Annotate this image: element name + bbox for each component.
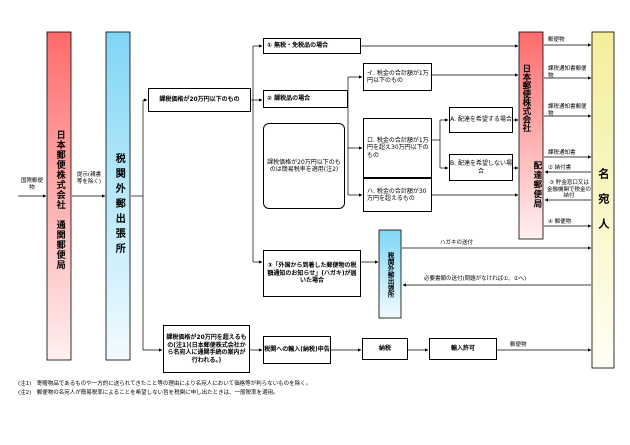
delivery-post-label-b: 配達郵便局 [531,161,542,209]
mail-label-1: 郵便物 [548,37,565,43]
under-200k-box: 課税価格が20万円以下のもの [148,88,251,112]
delivery-post-label-a: 日本郵便株式会社 [520,64,531,132]
customs-branch-label: 税関外郵出張所 [113,152,125,258]
addressee-column [591,31,615,369]
submit-label: 提示(親書等を除く) [76,172,102,185]
tax-notice-mail-label-2: 課税通知書郵便物 [548,104,587,117]
footnote-1: (注1) 寄贈物品であるものや一方的に送られてきたこと等の理由により名宛人におい… [18,381,312,387]
tax-notice-mail-label-1: 課税通知書郵便物 [548,66,587,79]
intl-mail-label: 国際郵便物 [20,178,43,191]
case-i-box: イ. 税金の合計額が1万円以下のもの [363,63,432,91]
case-ro-box: ロ. 税金の合計額が1万円を超え30万円以下のもの [363,118,432,178]
payment-slip-label: ② 納付書 [548,165,572,171]
case-a-box: A. 配達を希望する場合 [449,107,513,133]
addressee-label: 名宛人 [596,167,610,243]
customs-branch-small-label: 税関外郵出張所 [386,252,395,298]
tax-payment-box: 納税 [362,338,408,360]
declaration-box: 税関への輸入(納税)申告 [263,336,331,364]
simplified-rate-box: 課税価格が20万円以下のものは簡易税率を適用(注2) [263,123,345,209]
docs-send-label: 必要書類の送付(問題がなければ①、②へ) [424,276,527,282]
case-ha-box: ハ. 税金の合計額が30万円を超えるもの [363,178,432,212]
taxable-box: ② 課税品の場合 [263,90,348,108]
customs-branch-small-column [378,229,402,319]
footnote-2: (注2) 郵便物の名宛人が簡易税率によることを希望しない旨を税関に申し出たときは… [18,390,279,396]
mail-final-label: 郵便物 [510,342,527,348]
postcard-send-label: ハガキの送付 [440,240,474,246]
japan-post-customs-column [46,31,72,361]
japan-post-customs-label: 日本郵便株式会社 通関郵便局 [54,130,65,270]
import-permit-box: 輸入許可 [429,338,497,360]
case-b-box: B. 配達を希望しない場合 [449,154,513,181]
delivery-post-office-column [518,31,544,240]
postcard-box: ③「外国から到着した郵便物の税額通知のお知らせ」(ハガキ)が届いた場合 [263,250,361,297]
duty-free-box: ① 無税・免税品の場合 [263,38,361,54]
customs-branch-column [105,31,131,361]
mail-label-2: ④ 郵便物 [548,219,572,225]
payment-at-bank-label: ③ 貯金窓口又は金融機関で税金の納付 [547,180,592,200]
over-200k-box: 課税価格が20万円を超えるもの(注1)(日本郵便株式会社から名宛人に通関手続の案… [163,325,250,373]
tax-notice-label: 課税通知書 [548,150,576,156]
